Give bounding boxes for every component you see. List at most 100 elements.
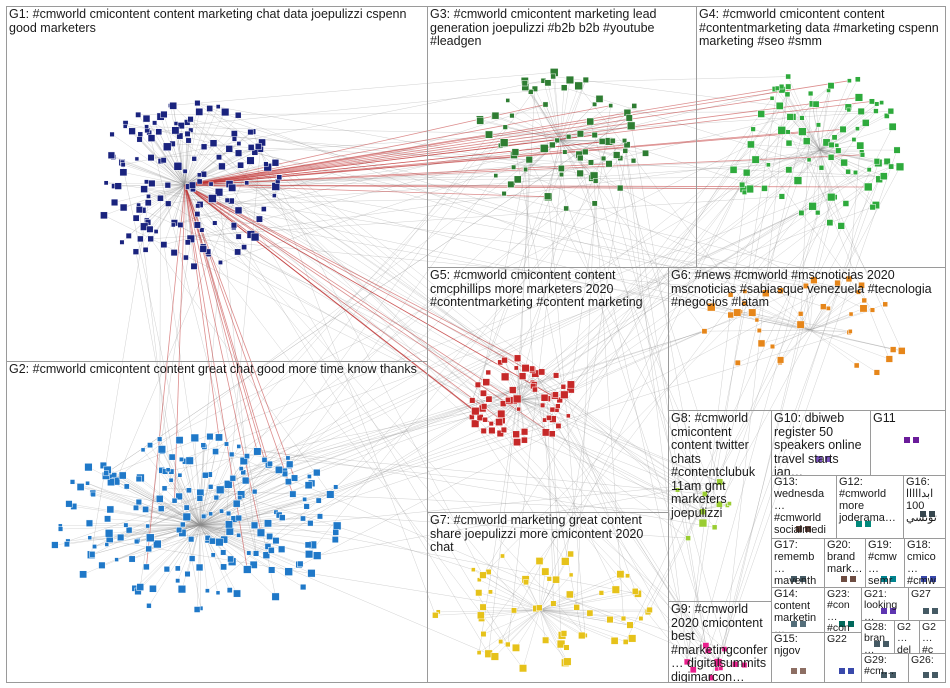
- network-edge: [288, 282, 838, 572]
- network-node: [929, 511, 935, 517]
- group-label-g18: G18: cmico… #cmw…: [907, 539, 936, 587]
- network-node: [104, 515, 112, 523]
- network-node: [194, 100, 201, 107]
- network-node: [475, 589, 483, 597]
- network-node: [546, 576, 552, 582]
- network-node: [186, 487, 192, 494]
- network-node: [234, 149, 243, 157]
- network-edge: [199, 174, 594, 182]
- network-node: [855, 126, 860, 131]
- group-box-g1: G1: #cmworld cmicontent content marketin…: [6, 6, 428, 362]
- network-node: [512, 430, 520, 438]
- network-node: [559, 172, 564, 178]
- network-edge: [781, 149, 821, 197]
- network-node: [236, 141, 242, 146]
- network-node: [231, 136, 238, 142]
- network-node: [196, 172, 202, 178]
- network-node: [727, 291, 734, 298]
- network-edge: [564, 87, 822, 168]
- network-node: [859, 304, 868, 313]
- network-edge: [488, 571, 541, 611]
- network-edge: [135, 251, 202, 609]
- network-node: [184, 130, 191, 137]
- network-edge: [539, 609, 586, 636]
- network-edge: [486, 381, 720, 483]
- network-edge: [764, 149, 821, 189]
- network-edge: [819, 149, 835, 198]
- network-node: [853, 170, 858, 175]
- network-node: [142, 114, 151, 123]
- network-edge: [593, 175, 864, 309]
- network-edge: [787, 76, 821, 151]
- network-node: [200, 143, 208, 150]
- network-edge-strong: [184, 97, 860, 186]
- network-edge: [539, 609, 590, 614]
- network-node: [544, 79, 552, 87]
- network-node: [69, 479, 76, 485]
- network-edge: [559, 139, 592, 179]
- network-node: [742, 288, 748, 294]
- network-edge: [199, 524, 301, 565]
- network-edge: [552, 105, 781, 420]
- network-node: [898, 347, 906, 355]
- network-node: [827, 82, 835, 90]
- network-edge: [519, 399, 553, 434]
- network-node: [136, 583, 145, 591]
- network-node: [103, 470, 110, 477]
- network-node: [521, 80, 528, 87]
- network-edge: [539, 609, 582, 636]
- network-node: [497, 409, 506, 418]
- network-node: [471, 567, 476, 572]
- network-edge-strong: [184, 134, 595, 186]
- network-node: [557, 165, 565, 172]
- network-node: [881, 608, 887, 614]
- network-edge: [753, 128, 821, 151]
- network-node: [560, 84, 568, 91]
- network-edge: [199, 524, 289, 572]
- network-edge: [539, 593, 638, 611]
- network-edge: [163, 114, 186, 186]
- network-node: [862, 119, 870, 127]
- network-edge: [693, 659, 716, 670]
- network-node: [148, 179, 156, 187]
- network-node: [155, 128, 163, 136]
- network-node: [544, 192, 552, 200]
- network-node: [177, 585, 187, 594]
- network-node: [326, 490, 335, 499]
- network-edge: [559, 117, 630, 141]
- group-label-g10: G10: dbiweb register 50 speakers online …: [774, 411, 866, 476]
- network-edge: [199, 524, 304, 588]
- network-edge: [687, 509, 701, 539]
- network-edge: [733, 149, 821, 171]
- network-edge: [199, 524, 272, 571]
- network-node: [622, 148, 629, 154]
- network-edge: [173, 184, 186, 253]
- network-node: [175, 492, 183, 501]
- network-edge: [809, 308, 864, 331]
- network-node: [523, 167, 528, 173]
- network-edge: [199, 497, 217, 526]
- network-edge: [475, 169, 526, 412]
- network-edge: [519, 397, 545, 401]
- network-node: [689, 666, 697, 674]
- network-node: [114, 182, 122, 190]
- network-node: [675, 487, 681, 493]
- network-edge: [199, 524, 312, 574]
- network-node: [132, 214, 140, 222]
- network-node: [798, 311, 804, 317]
- network-node: [230, 222, 238, 229]
- network-node: [529, 365, 536, 372]
- network-node: [930, 576, 936, 582]
- network-node: [540, 402, 546, 408]
- network-node: [210, 552, 216, 558]
- network-node: [631, 103, 638, 109]
- network-node: [777, 287, 784, 294]
- network-node: [778, 193, 785, 200]
- network-edge: [199, 451, 216, 526]
- network-edge-strong: [184, 105, 611, 186]
- network-edge: [191, 524, 201, 559]
- network-edge: [539, 561, 566, 611]
- network-edge: [189, 460, 201, 526]
- network-edge: [241, 416, 472, 469]
- network-edge: [559, 79, 571, 141]
